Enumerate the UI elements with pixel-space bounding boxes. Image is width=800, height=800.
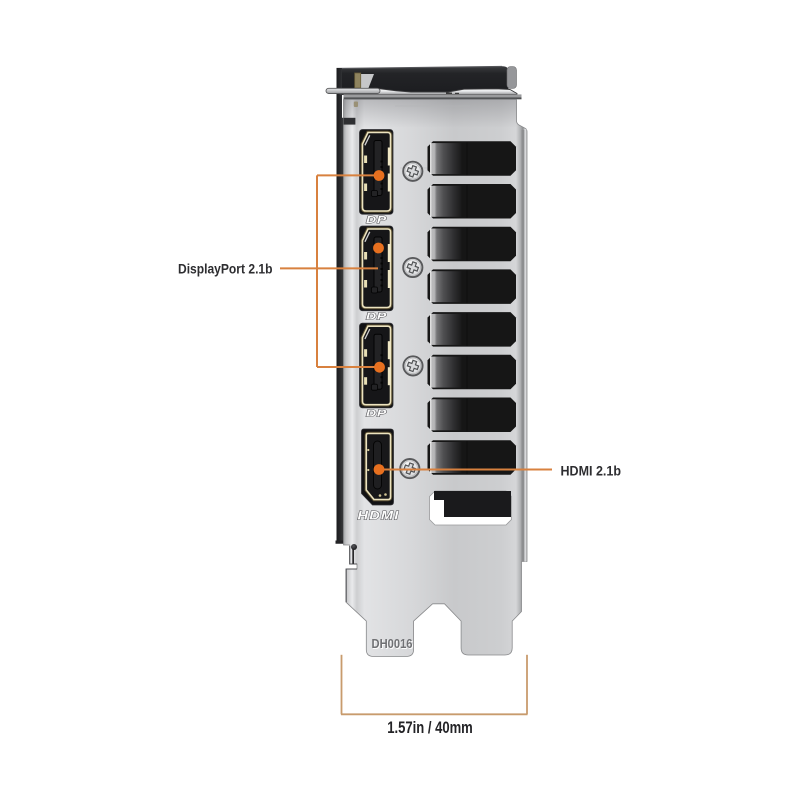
svg-text:DH0016: DH0016 (372, 636, 413, 651)
svg-text:HDMI 2.1b: HDMI 2.1b (561, 464, 622, 479)
svg-text:1.57in / 40mm: 1.57in / 40mm (387, 719, 473, 737)
svg-text:DP: DP (366, 409, 387, 420)
svg-text:DP: DP (366, 215, 387, 226)
svg-text:DisplayPort 2.1b: DisplayPort 2.1b (178, 262, 273, 277)
svg-text:DP: DP (366, 311, 387, 322)
svg-text:DH0016: DH0016 (372, 637, 413, 652)
svg-text:HDMI: HDMI (358, 509, 400, 523)
